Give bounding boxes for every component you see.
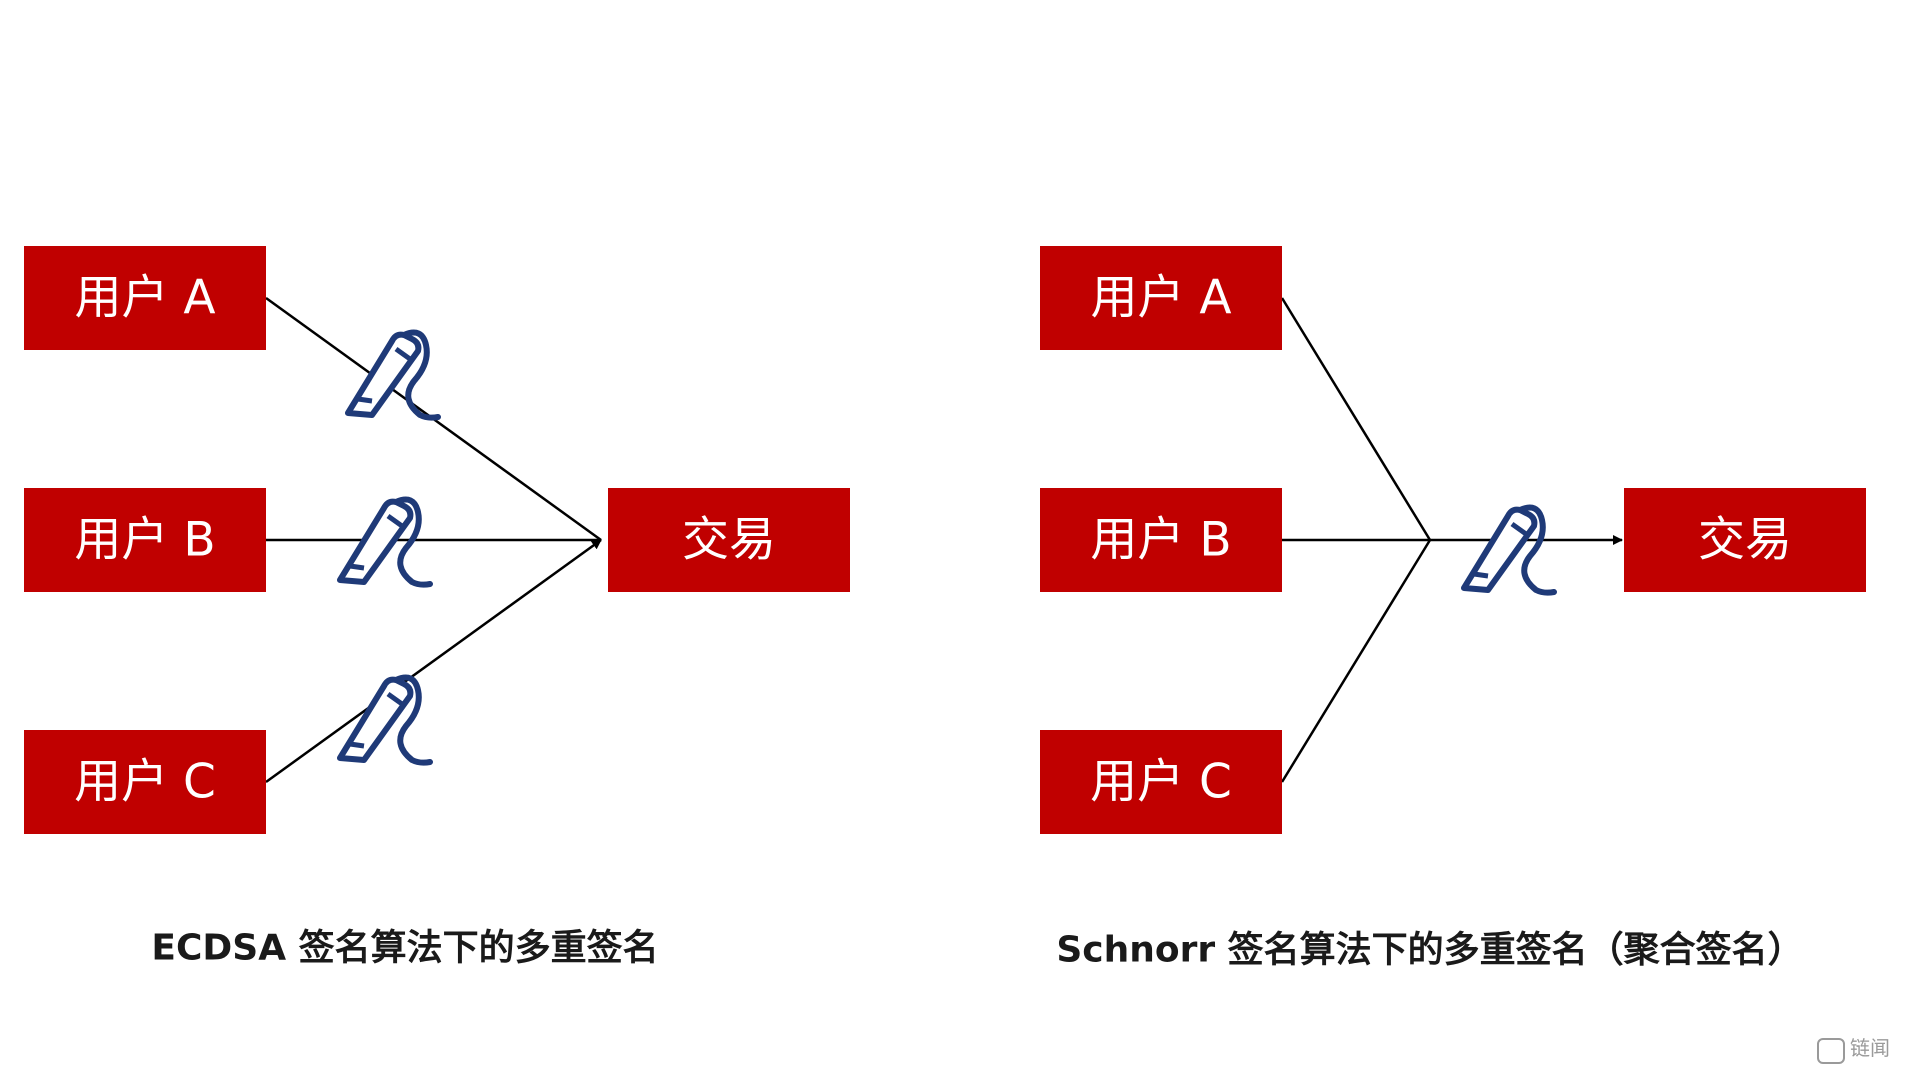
transaction-box: 交易 (1624, 488, 1866, 592)
watermark-logo-text: 链闻 (1850, 1036, 1890, 1060)
user-c-box: 用户 C (24, 730, 266, 834)
user-b-box: 用户 B (1040, 488, 1282, 592)
pen-signature-icon (340, 500, 430, 585)
user-b-label: 用户 B (74, 513, 215, 568)
schnorr-caption: Schnorr 签名算法下的多重签名（聚合签名） (1056, 930, 1803, 971)
schnorr-diagram: 用户 A 用户 B 用户 C 交易 Schnorr 签名算法下的多重签名（聚合签… (1040, 246, 1866, 971)
ecdsa-diagram: 用户 A 用户 B 用户 C 交易 ECDSA 签名算法下的多重签名 (24, 246, 850, 969)
ecdsa-caption: ECDSA 签名算法下的多重签名 (151, 928, 658, 969)
watermark-logo: 链闻 (1817, 1036, 1890, 1064)
user-b-box: 用户 B (24, 488, 266, 592)
pen-signature-icon (1464, 508, 1554, 593)
user-c-label: 用户 C (1090, 755, 1232, 810)
user-a-label: 用户 A (74, 271, 215, 326)
user-a-box: 用户 A (24, 246, 266, 350)
pen-signature-icon (348, 333, 438, 418)
user-a-box: 用户 A (1040, 246, 1282, 350)
user-a-label: 用户 A (1090, 271, 1231, 326)
user-b-label: 用户 B (1090, 513, 1231, 568)
line-c-to-tx (265, 538, 602, 784)
user-c-box: 用户 C (1040, 730, 1282, 834)
transaction-label: 交易 (682, 513, 776, 568)
line-a-to-merge (1280, 297, 1432, 541)
line-c-to-merge (1280, 539, 1432, 783)
transaction-label: 交易 (1698, 513, 1792, 568)
user-c-label: 用户 C (74, 755, 216, 810)
transaction-box: 交易 (608, 488, 850, 592)
